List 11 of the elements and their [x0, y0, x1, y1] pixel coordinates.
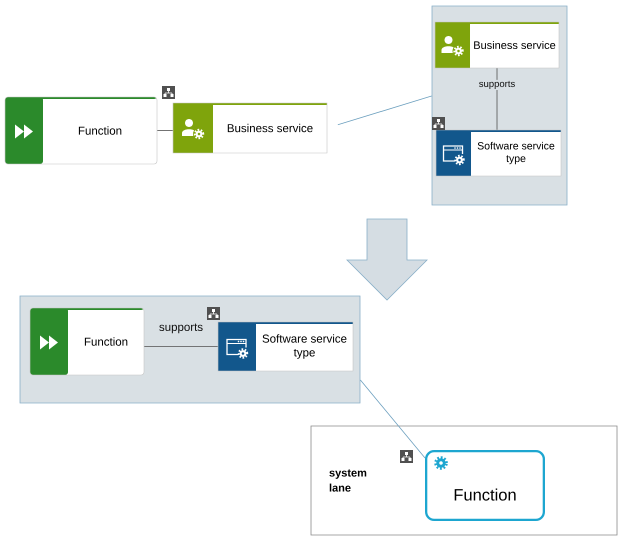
connector	[337, 96, 432, 126]
service-box: Software service type	[436, 130, 562, 176]
service-box: Business service	[172, 102, 328, 154]
service-box: Business service	[434, 22, 560, 68]
service-box: Software service type	[218, 322, 354, 372]
connector	[144, 346, 218, 347]
process-box: Function	[4, 96, 158, 164]
process-box: Function	[30, 308, 144, 376]
process-box: Function	[425, 450, 545, 521]
connector	[360, 380, 426, 458]
connector	[156, 130, 174, 131]
